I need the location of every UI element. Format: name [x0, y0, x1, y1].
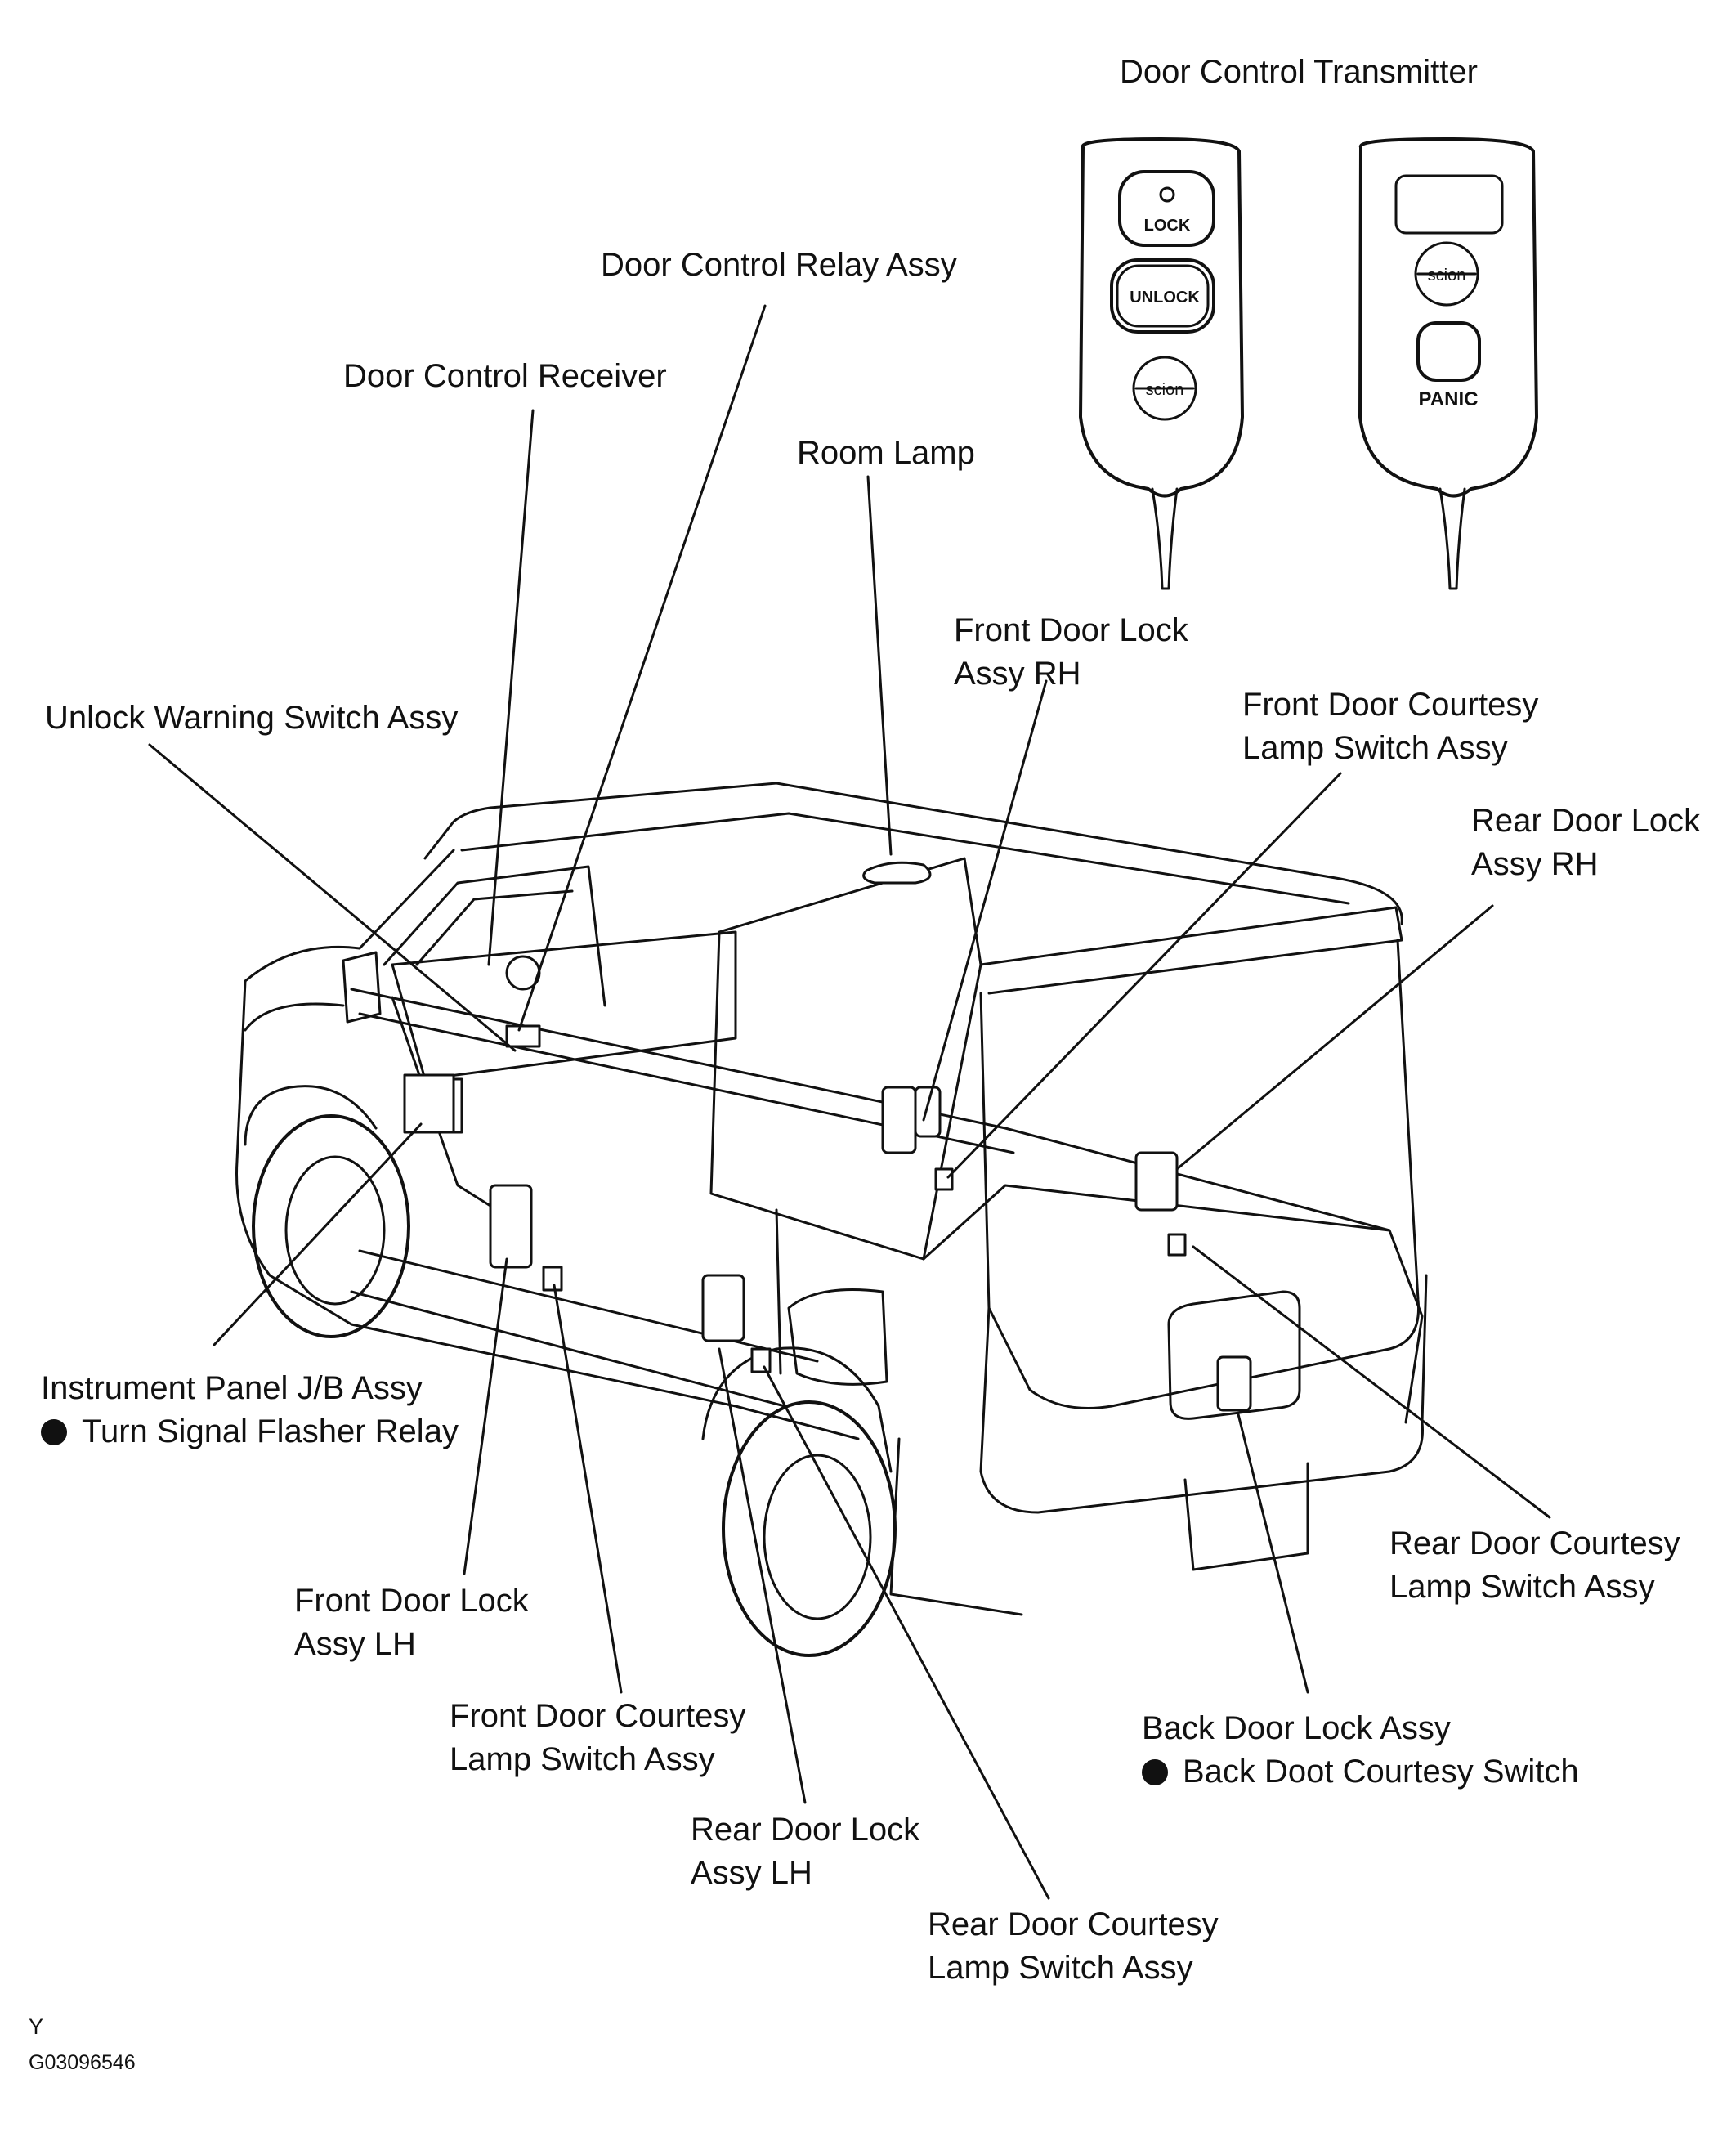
label-rear-door-courtesy-rh-line2: Lamp Switch Assy [1389, 1569, 1655, 1605]
transmitter-back [1358, 137, 1538, 590]
lock-button-label: LOCK [1144, 217, 1191, 235]
ip-jb-icon [403, 1073, 455, 1134]
vehicle-body [235, 782, 1428, 1657]
label-turn-signal-flasher-relay: Turn Signal Flasher Relay [82, 1413, 459, 1449]
label-front-door-lock-rh-line2: Assy RH [954, 656, 1081, 692]
label-front-door-lock-lh-line1: Front Door Lock [294, 1583, 529, 1619]
label-back-door-lock: Back Door Lock Assy Back Doot Courtesy S… [1142, 1707, 1579, 1794]
label-rear-door-lock-rh: Rear Door Lock Assy RH [1471, 800, 1700, 886]
label-rear-door-lock-lh: Rear Door Lock Assy LH [691, 1808, 919, 1895]
rear-lh-courtesy-icon [750, 1347, 772, 1373]
receiver-icon [505, 1024, 541, 1048]
back-door-lock-icon [1216, 1355, 1252, 1412]
footer-letter: Y [29, 2014, 44, 2039]
components [403, 861, 1252, 1412]
label-front-door-courtesy-lh: Front Door Courtesy Lamp Switch Assy [450, 1695, 745, 1781]
unlock-button-label: UNLOCK [1130, 289, 1200, 307]
label-front-door-lock-rh: Front Door Lock Assy RH [954, 609, 1188, 696]
label-rear-door-courtesy-lh-line2: Lamp Switch Assy [928, 1950, 1193, 1986]
bullet-icon [41, 1419, 67, 1445]
label-front-door-lock-lh: Front Door Lock Assy LH [294, 1579, 529, 1666]
label-rear-door-courtesy-lh-line1: Rear Door Courtesy [928, 1906, 1219, 1942]
transmitter-front [1079, 137, 1244, 590]
label-door-control-transmitter: Door Control Transmitter [1120, 54, 1478, 90]
rear-lh-lock-icon [701, 1274, 745, 1342]
label-rear-door-lock-lh-line2: Assy LH [691, 1855, 812, 1891]
label-room-lamp: Room Lamp [797, 435, 975, 471]
label-back-door-lock-line1: Back Door Lock Assy [1142, 1710, 1451, 1746]
rear-rh-courtesy-icon [1167, 1233, 1187, 1257]
label-unlock-warning-switch: Unlock Warning Switch Assy [45, 700, 459, 736]
figure-code: G03096546 [29, 2051, 136, 2074]
label-rear-door-lock-rh-line2: Assy RH [1471, 846, 1599, 882]
leader-lines [148, 304, 1551, 1900]
label-instrument-panel-jb-line1: Instrument Panel J/B Assy [41, 1370, 423, 1406]
label-front-door-lock-lh-line2: Assy LH [294, 1626, 416, 1662]
label-back-doot-courtesy-switch: Back Doot Courtesy Switch [1183, 1754, 1579, 1790]
label-instrument-panel-jb: Instrument Panel J/B Assy Turn Signal Fl… [41, 1367, 459, 1454]
front-rh-lock-icon [881, 1086, 917, 1154]
brand-label-front: scion [1146, 381, 1184, 399]
label-front-door-courtesy-rh-line1: Front Door Courtesy [1242, 687, 1539, 723]
panic-button-label: PANIC [1419, 388, 1479, 410]
label-rear-door-lock-lh-line1: Rear Door Lock [691, 1812, 920, 1848]
front-lh-courtesy-icon [542, 1266, 563, 1292]
label-front-door-courtesy-rh: Front Door Courtesy Lamp Switch Assy [1242, 683, 1538, 770]
label-front-door-courtesy-lh-line1: Front Door Courtesy [450, 1698, 746, 1734]
label-rear-door-courtesy-rh-line1: Rear Door Courtesy [1389, 1525, 1680, 1561]
label-rear-door-courtesy-rh: Rear Door Courtesy Lamp Switch Assy [1389, 1522, 1680, 1609]
brand-label-back: scion [1428, 267, 1466, 284]
front-lh-lock-icon [489, 1184, 533, 1269]
rear-rh-lock-icon [1134, 1151, 1179, 1212]
room-lamp-icon [862, 861, 932, 885]
label-front-door-lock-rh-line1: Front Door Lock [954, 612, 1188, 648]
label-front-door-courtesy-rh-line2: Lamp Switch Assy [1242, 730, 1508, 766]
label-door-control-receiver: Door Control Receiver [343, 358, 667, 394]
label-rear-door-lock-rh-line1: Rear Door Lock [1471, 803, 1701, 839]
label-front-door-courtesy-lh-line2: Lamp Switch Assy [450, 1741, 715, 1777]
label-rear-door-courtesy-lh: Rear Door Courtesy Lamp Switch Assy [928, 1903, 1219, 1990]
label-door-control-relay: Door Control Relay Assy [601, 247, 957, 283]
front-rh-courtesy-icon [934, 1167, 954, 1191]
bullet-icon [1142, 1759, 1168, 1785]
